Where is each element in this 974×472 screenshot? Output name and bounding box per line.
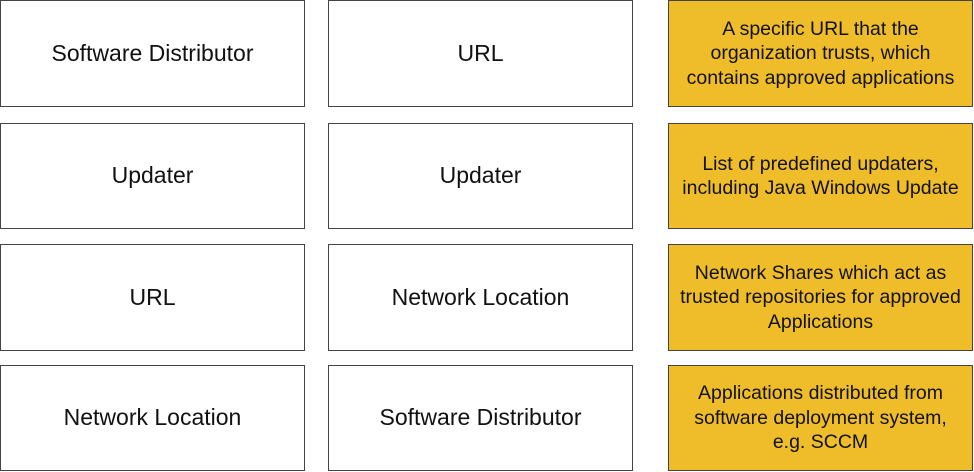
description-box-4[interactable]: Applications distributed from software d… (668, 365, 973, 471)
left-box-1-label: Software Distributor (51, 39, 254, 66)
middle-box-4-label: Software Distributor (379, 404, 582, 431)
left-box-3-label: URL (129, 283, 176, 310)
description-box-2-text: List of predefined updaters, including J… (682, 152, 959, 199)
left-box-4[interactable]: Network Location (0, 365, 305, 471)
left-box-3[interactable]: URL (0, 244, 305, 351)
middle-box-4[interactable]: Software Distributor (328, 365, 633, 471)
left-box-2-label: Updater (111, 162, 194, 189)
left-box-4-label: Network Location (63, 404, 242, 431)
description-box-3[interactable]: Network Shares which act as trusted repo… (668, 244, 973, 351)
middle-box-2-label: Updater (439, 162, 522, 189)
description-box-1-text: A specific URL that the organization tru… (686, 17, 955, 89)
middle-box-2[interactable]: Updater (328, 123, 633, 229)
description-box-4-text: Applications distributed from software d… (694, 382, 947, 454)
left-box-1[interactable]: Software Distributor (0, 0, 305, 107)
middle-box-3-label: Network Location (391, 283, 570, 310)
description-box-2[interactable]: List of predefined updaters, including J… (668, 123, 973, 229)
description-box-1[interactable]: A specific URL that the organization tru… (668, 0, 973, 107)
middle-box-3[interactable]: Network Location (328, 244, 633, 351)
middle-box-1-label: URL (457, 39, 504, 66)
left-box-2[interactable]: Updater (0, 123, 305, 229)
description-box-3-text: Network Shares which act as trusted repo… (680, 261, 961, 333)
middle-box-1[interactable]: URL (328, 0, 633, 107)
